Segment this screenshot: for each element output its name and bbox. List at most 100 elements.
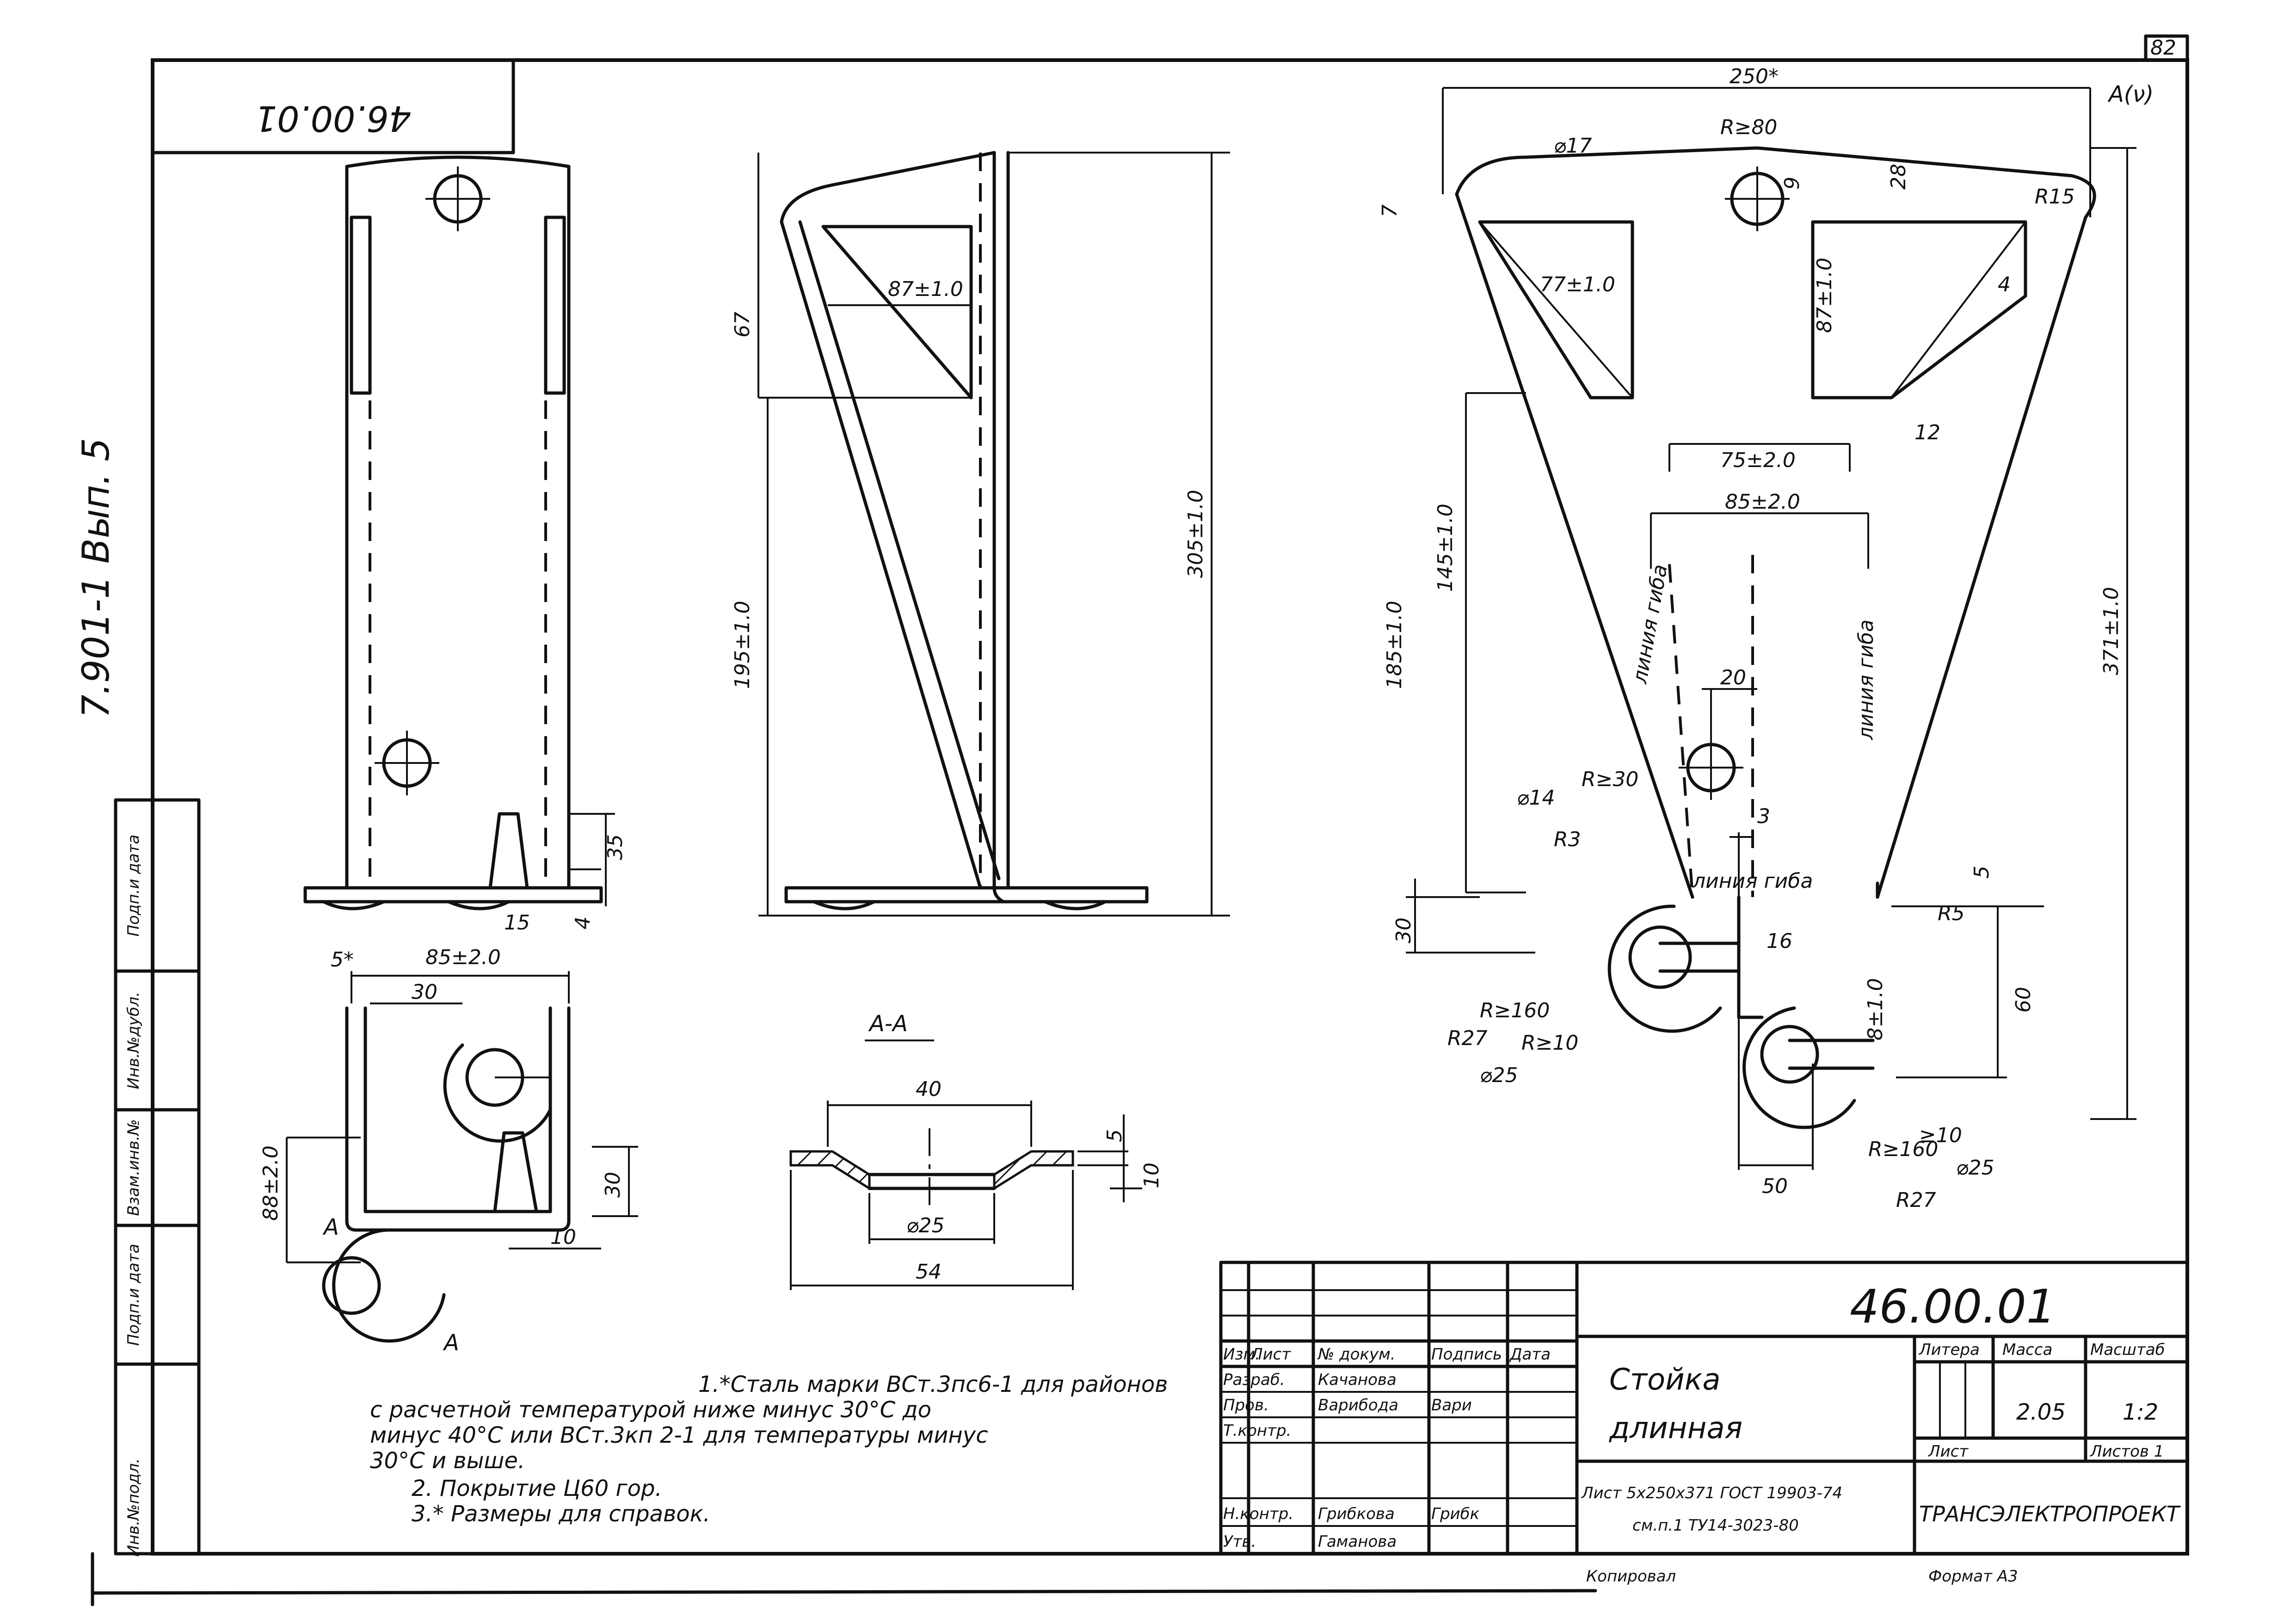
front-dim-4: 4: [571, 917, 595, 929]
stamp-inv-dubl: Инв.№дубл.: [124, 991, 143, 1089]
det-3: 3: [1757, 805, 1770, 828]
tb-role-tkontr: Т.контр.: [1223, 1421, 1291, 1440]
stamp-vzam: Взам.инв.№: [124, 1119, 143, 1216]
det-r3: R3: [1554, 828, 1581, 851]
det-r80: R≥80: [1720, 116, 1777, 139]
side-dim-67: 67: [731, 312, 754, 338]
tb-name-2: длинная: [1609, 1411, 1742, 1446]
det-28: 28: [1887, 164, 1910, 190]
sheet-frame: [91, 34, 2189, 1606]
det-185: 185±1.0: [1383, 601, 1406, 689]
format-label: Формат А3: [1928, 1567, 2018, 1586]
det-r30: R≥30: [1582, 768, 1638, 791]
section-title: А-А: [868, 1011, 908, 1037]
rotated-code-box: 46.00.01: [151, 58, 515, 154]
copied-by: Копировал: [1586, 1567, 1676, 1586]
tb-name-1: Стойка: [1609, 1363, 1721, 1397]
view-a-label: А(ν): [2107, 81, 2154, 107]
det-r15: R15: [2035, 185, 2075, 209]
top-dim-85: 85±2.0: [425, 946, 501, 969]
det-d14: ⌀14: [1517, 786, 1555, 810]
note-line-5: 2. Покрытие Ц60 гор.: [412, 1476, 662, 1501]
side-dim-87: 87±1.0: [888, 277, 963, 301]
section-dim-54: 54: [916, 1260, 942, 1284]
det-371: 371±1.0: [2099, 587, 2123, 675]
top-dim-10: 10: [550, 1225, 576, 1249]
tb-hdr-list: Лист: [1250, 1345, 1291, 1364]
note-line-4: 30°С и выше.: [370, 1448, 525, 1474]
det-r27b: R27: [1896, 1188, 1936, 1212]
section-dim-5: 5: [1103, 1129, 1126, 1142]
tb-scale-label: Масштаб: [2090, 1341, 2165, 1359]
side-dim-195: 195±1.0: [731, 601, 754, 689]
det-9: 9: [1780, 177, 1804, 190]
det-4: 4: [1998, 273, 2011, 296]
tb-scale: 1:2: [2123, 1399, 2158, 1425]
det-77: 77±1.0: [1540, 273, 1615, 296]
tb-sign-prov: Вари: [1431, 1396, 1472, 1415]
tb-hdr-sign: Подпись: [1431, 1345, 1502, 1364]
section-dim-40: 40: [916, 1077, 942, 1101]
stamp-podp-1: Подп.и дата: [124, 1244, 143, 1346]
det-8: 8±1.0: [1864, 978, 1887, 1040]
det-250: 250*: [1730, 65, 1779, 88]
stamp-inv-podl: Инв.№подл.: [124, 1458, 143, 1557]
tb-hdr-doc: № докум.: [1317, 1345, 1396, 1364]
det-r10a: R≥10: [1521, 1031, 1578, 1055]
det-r5: R5: [1938, 902, 1965, 925]
section-mark-a2: А: [443, 1330, 459, 1356]
det-d17: ⌀17: [1554, 134, 1592, 158]
side-view: [757, 151, 1230, 917]
top-dim-5: 5*: [331, 948, 354, 972]
det-12: 12: [1914, 421, 1940, 444]
tb-material: Лист 5х250х371 ГОСТ 19903-74: [1581, 1484, 1842, 1502]
det-85: 85±2.0: [1725, 490, 1800, 514]
tb-hdr-izm: Изм.: [1223, 1345, 1260, 1364]
note-line-3: минус 40°С или ВСт.3кп 2-1 для температу…: [370, 1422, 988, 1448]
det-16: 16: [1767, 929, 1792, 953]
note-line-2: с расчетной температурой ниже минус 30°С…: [370, 1397, 931, 1423]
bend-line-3: линия гиба: [1692, 869, 1813, 893]
det-60: 60: [2012, 987, 2035, 1013]
tb-sheets-label: Листов 1: [2089, 1442, 2164, 1461]
top-dim-30a: 30: [412, 980, 437, 1004]
tb-person-razrab: Качанова: [1318, 1371, 1397, 1389]
tb-role-razrab: Разраб.: [1223, 1371, 1285, 1389]
det-30: 30: [1392, 917, 1416, 943]
det-r160a: R≥160: [1480, 999, 1550, 1022]
det-50: 50: [1762, 1175, 1788, 1198]
det-75: 75±2.0: [1720, 449, 1796, 472]
top-dim-30b: 30: [601, 1172, 625, 1198]
tb-litera-label: Литера: [1918, 1341, 1980, 1359]
tb-code: 46.00.01: [1850, 1280, 2056, 1334]
side-note: 7.901-1 Вып. 5: [74, 438, 117, 718]
section-dim-d25: ⌀25: [906, 1214, 944, 1237]
tb-role-utv: Утв.: [1223, 1532, 1256, 1551]
front-dim-35: 35: [603, 834, 627, 860]
tb-person-prov: Варибода: [1318, 1396, 1398, 1415]
tb-person-nkontr: Грибкова: [1318, 1505, 1395, 1523]
det-5: 5: [1970, 866, 1994, 879]
det-d25a: ⌀25: [1480, 1064, 1518, 1087]
bend-line-1: линия гиба: [1628, 563, 1672, 686]
detail-view: [1406, 87, 2136, 1170]
section-a-a: [789, 1101, 1142, 1290]
top-view: [286, 971, 638, 1343]
det-20: 20: [1720, 666, 1746, 689]
front-dim-15: 15: [504, 911, 530, 935]
tb-organization: ТРАНСЭЛЕКТРОПРОЕКТ: [1919, 1501, 2181, 1526]
tb-material-ref: см.п.1 ТУ14-3023-80: [1632, 1516, 1799, 1535]
tb-hdr-date: Дата: [1509, 1345, 1551, 1364]
tb-role-nkontr: Н.контр.: [1223, 1505, 1293, 1523]
det-r160b: R≥160: [1868, 1138, 1938, 1161]
tb-role-prov: Пров.: [1223, 1396, 1269, 1415]
tb-sign-nkontr: Грибк: [1431, 1505, 1480, 1523]
section-dim-10: 10: [1140, 1163, 1163, 1188]
tb-mass-label: Масса: [2002, 1341, 2052, 1359]
det-7: 7: [1378, 204, 1402, 217]
section-mark-a1: А: [322, 1214, 339, 1240]
margin-stamps: Инв.№подл. Подп.и дата Взам.инв.№ Инв.№д…: [114, 798, 201, 1557]
tb-person-utv: Гаманова: [1318, 1532, 1397, 1551]
det-10b: ≥10: [1919, 1124, 1962, 1147]
det-r27a: R27: [1447, 1027, 1488, 1050]
